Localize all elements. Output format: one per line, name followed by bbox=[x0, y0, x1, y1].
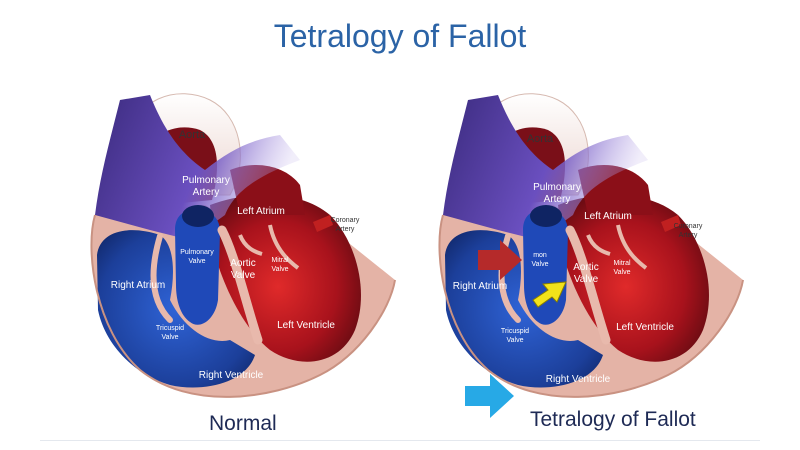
label-aorta: Aorta bbox=[179, 129, 206, 141]
caption-normal: Normal bbox=[209, 412, 277, 435]
label-tricuspid-valve-line1: Tricuspid bbox=[501, 328, 529, 335]
label-mitral-valve-line1: Mitral bbox=[271, 257, 289, 264]
label-aorta: Aorta bbox=[527, 133, 554, 145]
label-pulmonary-valve-line2: Valve bbox=[189, 258, 206, 265]
label-tricuspid-valve-line2: Valve bbox=[162, 334, 179, 341]
label-aortic-valve-line2: Valve bbox=[574, 274, 599, 285]
label-left-ventricle: Left Ventricle bbox=[616, 322, 674, 333]
label-left-ventricle: Left Ventricle bbox=[277, 320, 335, 331]
label-pulmonary-valve-line1: Pulmonary bbox=[180, 249, 214, 256]
label-coronary-artery-line2: Artery bbox=[679, 232, 698, 239]
label-right-ventricle: Right Ventricle bbox=[199, 370, 264, 381]
normal-heart: Aorta Pulmonary Artery Left Atrium Coron… bbox=[91, 94, 395, 397]
label-tricuspid-valve-line2: Valve bbox=[507, 337, 524, 344]
bottom-divider bbox=[40, 440, 760, 441]
label-mitral-valve-line1: Mitral bbox=[613, 260, 631, 267]
label-right-atrium: Right Atrium bbox=[111, 280, 165, 291]
label-left-atrium: Left Atrium bbox=[237, 206, 285, 217]
label-pulmonary-artery-line2: Artery bbox=[544, 194, 571, 205]
tof-heart: Aorta Pulmonary Artery Left Atrium Coron… bbox=[439, 94, 743, 418]
label-left-atrium: Left Atrium bbox=[584, 211, 632, 222]
label-aortic-valve-line1: Aortic bbox=[573, 262, 599, 273]
normal-heart-illustration bbox=[91, 94, 395, 397]
label-pulmonary-valve-line1: mon bbox=[533, 252, 547, 259]
page-title: Tetralogy of Fallot bbox=[273, 18, 527, 54]
label-coronary-artery-line1: Coronary bbox=[331, 217, 360, 224]
label-tricuspid-valve-line1: Tricuspid bbox=[156, 325, 184, 332]
caption-tetralogy: Tetralogy of Fallot bbox=[530, 408, 696, 431]
label-pulmonary-artery-line1: Pulmonary bbox=[533, 182, 581, 193]
label-aortic-valve-line2: Valve bbox=[231, 270, 256, 281]
label-pulmonary-artery-line2: Artery bbox=[193, 187, 220, 198]
label-mitral-valve-line2: Valve bbox=[272, 266, 289, 273]
label-coronary-artery-line1: Coronary bbox=[674, 223, 703, 230]
label-right-atrium: Right Atrium bbox=[453, 281, 507, 292]
tof-heart-illustration bbox=[439, 94, 743, 397]
label-coronary-artery-line2: Artery bbox=[336, 226, 355, 233]
overriding-aorta-arrow bbox=[478, 240, 522, 280]
label-right-ventricle: Right Ventricle bbox=[546, 374, 611, 385]
ventricular-hypertrophy-arrow bbox=[465, 374, 514, 418]
label-mitral-valve-line2: Valve bbox=[614, 269, 631, 276]
septal-defect-arrow bbox=[532, 281, 567, 308]
label-aortic-valve-line1: Aortic bbox=[230, 258, 256, 269]
label-pulmonary-artery-line1: Pulmonary bbox=[182, 175, 230, 186]
label-pulmonary-valve-line2: Valve bbox=[532, 261, 549, 268]
